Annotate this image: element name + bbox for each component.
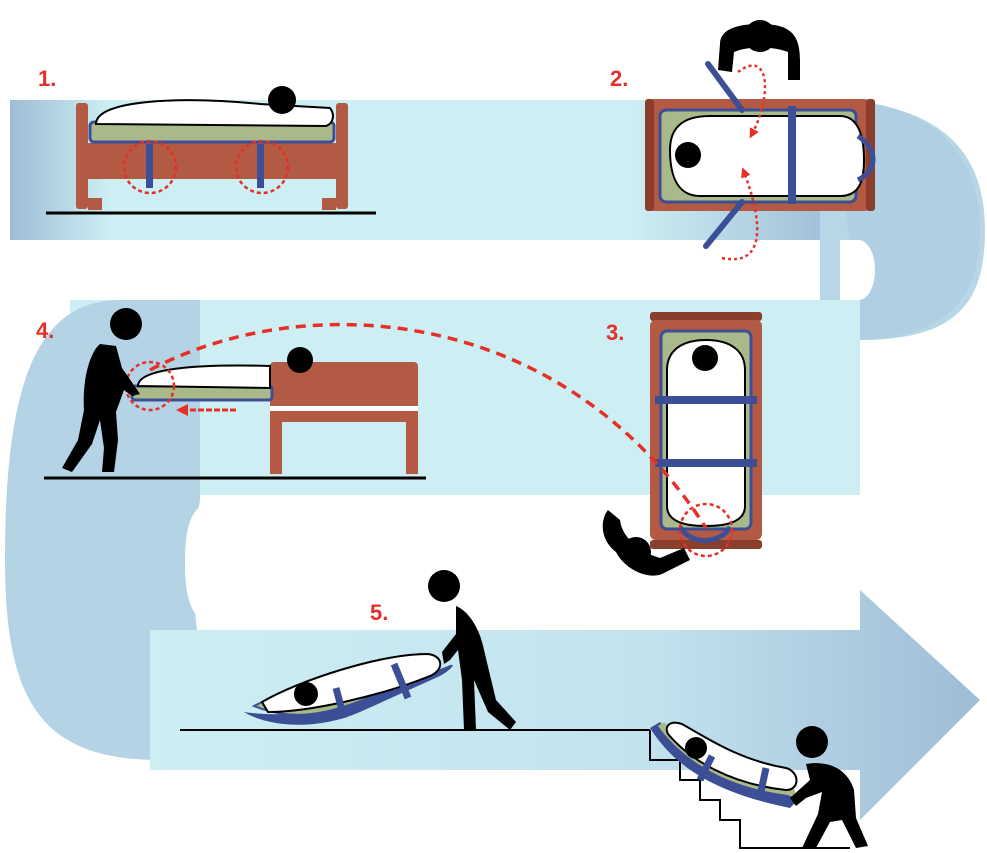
patient-head-4 [287, 347, 313, 373]
step-5: 5. [180, 570, 868, 849]
trajectory-arrow [149, 322, 708, 529]
strap-end [856, 133, 876, 183]
red-arrow-upper [737, 64, 767, 139]
person-on-stairs [790, 726, 868, 848]
sheet-on-stairs [650, 721, 800, 808]
person-dragging [428, 570, 516, 730]
step-1: 1. [38, 66, 376, 215]
patient-head-top-3 [692, 345, 718, 371]
patient-body-top [668, 115, 866, 197]
step-2-number: 2. [610, 66, 628, 91]
patient-body-4 [136, 364, 271, 390]
bed-headboard-4 [270, 362, 418, 422]
bed-headboard [76, 103, 88, 209]
strap-upper-3 [655, 396, 757, 404]
path-arrow-bottom [150, 590, 980, 820]
step-3-number: 3. [606, 320, 624, 345]
person-top-view [718, 20, 800, 80]
strap-lower-3 [655, 459, 757, 467]
step-1-number: 1. [38, 66, 56, 91]
step-3: 3. [602, 312, 762, 576]
red-arrow-lower [721, 167, 759, 261]
bed-frame [84, 143, 340, 179]
strap-left [146, 144, 153, 188]
patient-head-top [675, 142, 701, 168]
step-4: 4. [36, 308, 708, 529]
step-4-number: 4. [36, 318, 54, 343]
strap-top [788, 106, 796, 204]
sheet-dragged [244, 652, 453, 725]
person-pulling [62, 308, 142, 472]
step-5-number: 5. [370, 600, 388, 625]
bed-footboard [336, 103, 348, 209]
highlight-circle-4 [124, 360, 176, 412]
highlight-circle-3 [678, 502, 734, 558]
patient-head [268, 86, 296, 114]
step-2: 2. [610, 20, 876, 261]
highlight-circle-left [122, 139, 178, 195]
stairs [649, 730, 850, 849]
patient-body-top-3 [666, 338, 746, 528]
highlight-circle-right [234, 139, 290, 195]
strap-right [257, 144, 264, 188]
person-top-view-3 [602, 510, 690, 576]
